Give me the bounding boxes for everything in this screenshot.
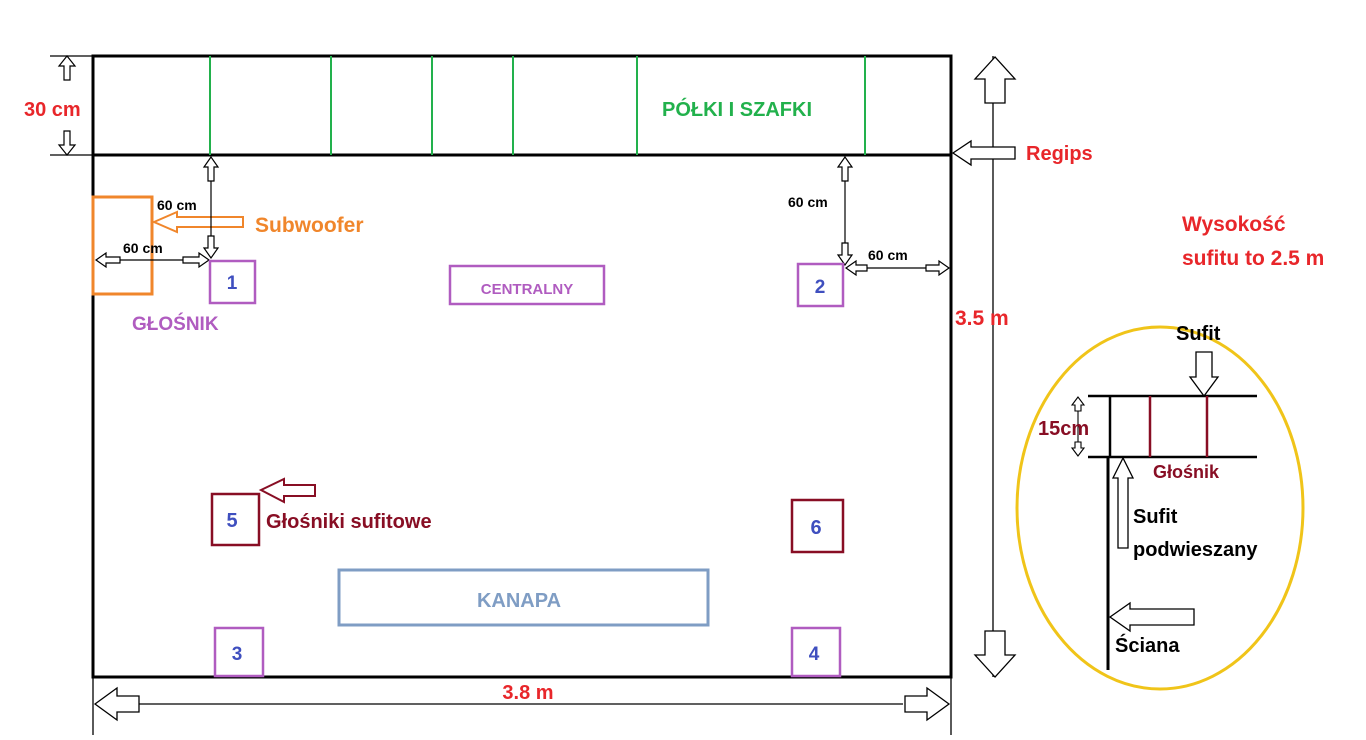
detail-ellipse: [1015, 325, 1305, 691]
ceiling-speakers-label: Głośniki sufitowe: [266, 511, 432, 533]
speaker-ceiling-right-number: 6: [810, 517, 821, 539]
ceiling-height-line2: sufitu to 2.5 m: [1182, 247, 1324, 270]
speaker-front-left-number: 1: [227, 273, 238, 294]
shelf-depth-label: 30 cm: [24, 99, 81, 121]
depth-label: 3.5 m: [955, 307, 1009, 330]
speaker-label: GŁOŚNIK: [132, 313, 219, 335]
regips-arrow: [951, 139, 1016, 167]
front-right-gap-side-label: 60 cm: [868, 247, 908, 263]
detail-gap-dimension: [1070, 396, 1086, 457]
front-left-gap-arrows: [94, 155, 220, 269]
speaker-front-left: [208, 259, 257, 305]
width-label: 3.8 m: [502, 682, 553, 704]
speaker-rear-right-number: 4: [809, 644, 820, 665]
subwoofer-label: Subwoofer: [255, 214, 364, 237]
speaker-center: [448, 264, 606, 306]
speaker-ceiling-right: [790, 498, 845, 554]
sofa-label: KANAPA: [477, 590, 561, 612]
speaker-center-label: CENTRALNY: [481, 281, 574, 298]
detail-speaker-label: Głośnik: [1153, 462, 1220, 482]
speaker-rear-left: [213, 626, 265, 678]
shelf-depth-dimension: [50, 55, 93, 156]
speaker-ceiling-left: [210, 492, 261, 547]
regips-label: Regips: [1026, 143, 1093, 165]
speaker-ceiling-left-number: 5: [226, 510, 237, 532]
detail-suspended-line2: podwieszany: [1133, 539, 1258, 561]
speaker-front-right-number: 2: [815, 277, 826, 298]
detail-ceiling-label: Sufit: [1176, 323, 1221, 345]
detail-wall-arrow: [1108, 601, 1195, 633]
subwoofer-gap-side-label: 60 cm: [123, 240, 163, 256]
subwoofer-gap-top-label: 60 cm: [157, 197, 197, 213]
front-right-gap-arrows: [836, 155, 951, 277]
speaker-rear-left-number: 3: [232, 644, 243, 665]
shelf-dividers: [209, 56, 866, 155]
room-outline: [91, 54, 953, 679]
detail-suspended-arrow: [1111, 456, 1135, 549]
ceiling-speakers-arrow: [258, 477, 316, 504]
shelves-label: PÓŁKI I SZAFKI: [662, 97, 812, 121]
detail-suspended-line1: Sufit: [1133, 506, 1178, 528]
front-right-gap-wall-label: 60 cm: [788, 194, 828, 210]
detail-gap-label: 15cm: [1038, 418, 1089, 440]
width-dimension: [92, 677, 952, 735]
detail-ceiling-arrow: [1188, 351, 1220, 398]
sofa: [337, 568, 710, 627]
detail-wall-label: Ściana: [1115, 633, 1180, 657]
speaker-rear-right: [790, 626, 842, 678]
ceiling-height-line1: Wysokość: [1182, 213, 1286, 236]
speaker-front-right: [796, 262, 845, 308]
subwoofer-arrow: [151, 210, 244, 234]
subwoofer-box: [91, 195, 154, 296]
